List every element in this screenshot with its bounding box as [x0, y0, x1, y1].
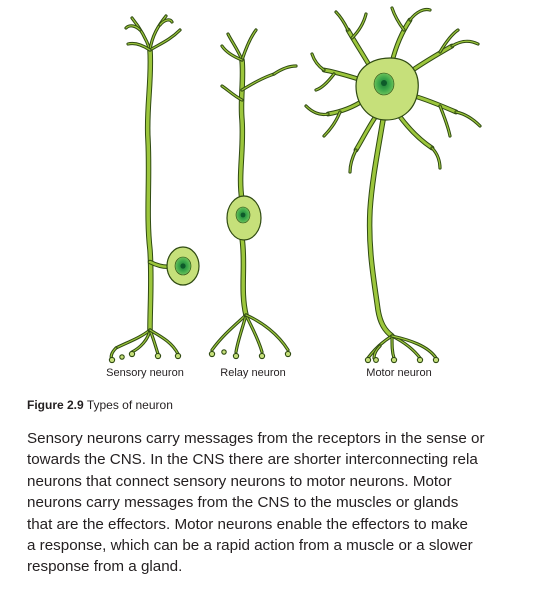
fibre-membrane: [315, 73, 335, 91]
motor-terminals: [364, 334, 440, 364]
fibre-membrane: [439, 29, 459, 53]
figure-number: Figure 2.9: [27, 398, 84, 412]
fibre-membrane: [354, 114, 378, 152]
sensory-neuron-label: Sensory neuron: [106, 367, 184, 379]
motor-cell-body: [355, 57, 419, 121]
fibre-membrane: [412, 94, 458, 114]
figure-title: Types of neuron: [86, 398, 173, 412]
fibre-membrane: [221, 45, 243, 61]
fibre-membrane: [245, 314, 263, 353]
sensory-neuron: [108, 14, 200, 364]
fibre-membrane: [391, 335, 437, 359]
relay-top-dendrites: [220, 28, 298, 102]
body-paragraph: Sensory neurons carry messages from the …: [27, 428, 533, 578]
body-line: neurons carry messages from the CNS to t…: [27, 494, 459, 512]
relay-neuron-label: Relay neuron: [220, 367, 285, 379]
fibre-membrane: [235, 314, 247, 353]
fibre-membrane: [455, 111, 481, 127]
fibre-membrane: [149, 329, 159, 355]
neuron-illustration: Sensory neuron Relay neuron Motor neuron: [106, 6, 482, 379]
fibre-membrane: [335, 11, 349, 31]
fibre-membrane: [391, 7, 405, 31]
fibre-membrane: [241, 73, 275, 91]
fibre-membrane: [115, 329, 151, 349]
body-line: Sensory neurons carry messages from the …: [27, 430, 485, 447]
fibre-membrane: [245, 314, 289, 351]
relay-cell-body: [226, 195, 262, 241]
fibre-membrane: [145, 48, 153, 332]
fibre-membrane: [349, 149, 357, 173]
relay-terminals: [208, 313, 292, 360]
fibre-membrane: [238, 58, 245, 202]
fibre-membrane: [241, 29, 257, 61]
fibre-membrane: [211, 314, 247, 351]
fibre-membrane: [409, 8, 431, 21]
fibre-membrane: [125, 25, 141, 31]
fibre-membrane: [431, 147, 441, 169]
sensory-fibre: [144, 47, 177, 333]
body-line: that are the effectors. Motor neurons en…: [27, 515, 468, 533]
fibre-membrane: [149, 329, 179, 355]
fibre-membrane: [439, 105, 451, 137]
fibre-membrane: [305, 105, 329, 116]
body-line: response from a gland.: [27, 558, 183, 576]
fibre-membrane: [451, 40, 479, 47]
fibre-membrane: [149, 15, 167, 51]
fibre-membrane: [221, 85, 243, 101]
body-line: neurons that connect sensory neurons to …: [27, 472, 452, 490]
fibre-membrane: [159, 19, 173, 26]
sensory-terminals: [108, 328, 182, 364]
body-line: a response, which can be a rapid action …: [27, 537, 473, 555]
fibre-membrane: [227, 33, 243, 61]
fibre-membrane: [351, 13, 367, 39]
fibre-membrane: [240, 236, 248, 317]
fibre-membrane: [367, 118, 394, 338]
fibre-membrane: [391, 335, 395, 359]
fibre-membrane: [273, 65, 297, 75]
relay-fibre: [237, 57, 249, 318]
fibre-membrane: [127, 42, 151, 51]
sensory-cell-body: [166, 246, 200, 286]
fibre-membrane: [149, 29, 181, 51]
neuron-figure: Sensory neuron Relay neuron Motor neuron: [106, 6, 482, 379]
fibre-membrane: [408, 44, 454, 74]
motor-neuron-label: Motor neuron: [366, 367, 431, 379]
fibre-membrane: [323, 111, 341, 137]
body-line: towards the CNS. In the CNS there are sh…: [27, 451, 478, 469]
figure-caption: Figure 2.9 Types of neuron: [27, 398, 173, 412]
sensory-top-dendrites: [124, 14, 182, 52]
motor-fibre: [366, 117, 395, 339]
motor-neuron: [304, 6, 482, 364]
fibre-membrane: [311, 53, 325, 71]
relay-neuron: [208, 28, 298, 360]
fibre-membrane: [373, 345, 381, 359]
